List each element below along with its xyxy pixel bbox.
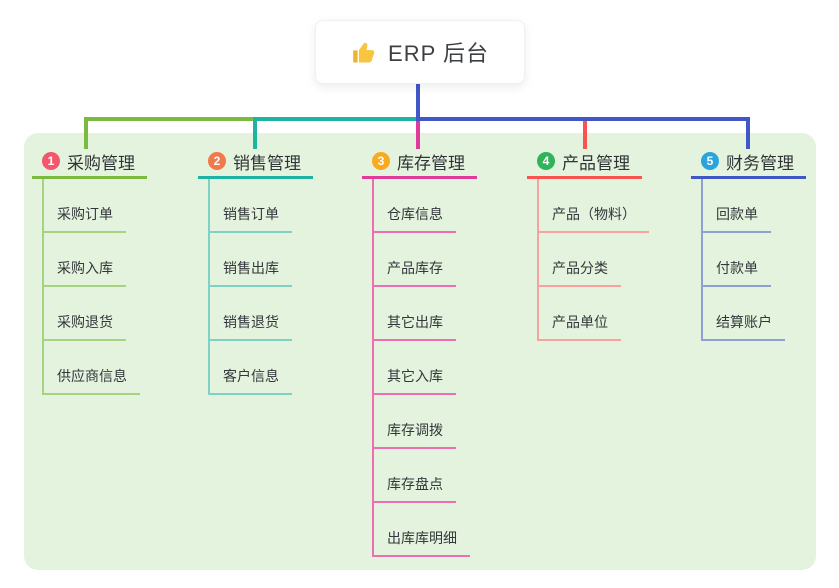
branch-3-item-node[interactable]: 出库库明细 xyxy=(372,530,470,557)
branch-5-child-connector-line xyxy=(701,179,703,340)
branch-5-item-node[interactable]: 付款单 xyxy=(701,260,771,287)
connector-branch-2 xyxy=(253,117,419,149)
list-item: 产品（物料） xyxy=(537,179,649,233)
branch-5-item-node[interactable]: 回款单 xyxy=(701,206,771,233)
branch-3-title-node[interactable]: 3 库存管理 xyxy=(362,146,477,179)
branch-2-title-node[interactable]: 2 销售管理 xyxy=(198,146,313,179)
branch-5-title-label: 财务管理 xyxy=(726,153,794,173)
branch-column-1: 1 采购管理 采购订单 采购入库 采购退货 供应商信息 xyxy=(32,146,147,395)
branch-1-item-node[interactable]: 采购入库 xyxy=(42,260,126,287)
branches-background-panel xyxy=(24,133,816,570)
branch-3-item-node[interactable]: 产品库存 xyxy=(372,260,456,287)
branch-3-item-node[interactable]: 仓库信息 xyxy=(372,206,456,233)
list-item: 产品单位 xyxy=(537,287,649,341)
list-item: 产品分类 xyxy=(537,233,649,287)
branch-1-title-label: 采购管理 xyxy=(67,153,135,173)
branch-column-2: 2 销售管理 销售订单 销售出库 销售退货 客户信息 xyxy=(198,146,313,395)
branch-2-child-connector-line xyxy=(208,179,210,394)
branch-4-title-label: 产品管理 xyxy=(562,153,630,173)
branch-3-item-node[interactable]: 其它出库 xyxy=(372,314,456,341)
list-item: 库存调拨 xyxy=(372,395,477,449)
branch-3-title-label: 库存管理 xyxy=(397,153,465,173)
list-item: 其它入库 xyxy=(372,341,477,395)
branch-4-title-node[interactable]: 4 产品管理 xyxy=(527,146,642,179)
branch-1-item-node[interactable]: 供应商信息 xyxy=(42,368,140,395)
list-item: 仓库信息 xyxy=(372,179,477,233)
branch-column-5: 5 财务管理 回款单 付款单 结算账户 xyxy=(691,146,806,341)
list-item: 客户信息 xyxy=(208,341,313,395)
branch-1-item-node[interactable]: 采购退货 xyxy=(42,314,126,341)
branch-5-title-node[interactable]: 5 财务管理 xyxy=(691,146,806,179)
list-item: 付款单 xyxy=(701,233,806,287)
root-node-label: ERP 后台 xyxy=(388,41,489,66)
list-item: 采购入库 xyxy=(42,233,147,287)
branch-3-item-node[interactable]: 库存调拨 xyxy=(372,422,456,449)
connector-root-and-branch-5 xyxy=(416,83,750,149)
branch-3-item-node[interactable]: 其它入库 xyxy=(372,368,456,395)
branch-3-number-badge: 3 xyxy=(372,152,390,170)
list-item: 采购订单 xyxy=(42,179,147,233)
root-node[interactable]: ERP 后台 xyxy=(315,20,525,84)
list-item: 销售退货 xyxy=(208,287,313,341)
list-item: 库存盘点 xyxy=(372,449,477,503)
branch-3-child-connector-line xyxy=(372,179,374,556)
list-item: 结算账户 xyxy=(701,287,806,341)
branch-2-item-node[interactable]: 销售出库 xyxy=(208,260,292,287)
branch-2-item-node[interactable]: 销售订单 xyxy=(208,206,292,233)
branch-3-item-node[interactable]: 库存盘点 xyxy=(372,476,456,503)
branch-4-item-node[interactable]: 产品（物料） xyxy=(537,206,649,233)
branch-2-title-label: 销售管理 xyxy=(233,153,301,173)
thumbs-up-icon xyxy=(353,42,375,63)
connector-branch-1 xyxy=(84,117,419,149)
list-item: 销售出库 xyxy=(208,233,313,287)
branch-2-number-badge: 2 xyxy=(208,152,226,170)
branch-2-item-node[interactable]: 销售退货 xyxy=(208,314,292,341)
branch-4-child-connector-line xyxy=(537,179,539,340)
branch-1-number-badge: 1 xyxy=(42,152,60,170)
branch-column-4: 4 产品管理 产品（物料） 产品分类 产品单位 xyxy=(527,146,649,341)
branch-4-item-node[interactable]: 产品分类 xyxy=(537,260,621,287)
branch-1-child-connector-line xyxy=(42,179,44,394)
list-item: 其它出库 xyxy=(372,287,477,341)
list-item: 销售订单 xyxy=(208,179,313,233)
list-item: 采购退货 xyxy=(42,287,147,341)
branch-5-number-badge: 5 xyxy=(701,152,719,170)
branch-1-title-node[interactable]: 1 采购管理 xyxy=(32,146,147,179)
list-item: 回款单 xyxy=(701,179,806,233)
branch-2-item-node[interactable]: 客户信息 xyxy=(208,368,292,395)
list-item: 产品库存 xyxy=(372,233,477,287)
connector-branch-4 xyxy=(417,117,587,149)
branch-4-number-badge: 4 xyxy=(537,152,555,170)
branch-5-item-node[interactable]: 结算账户 xyxy=(701,314,785,341)
branch-4-item-node[interactable]: 产品单位 xyxy=(537,314,621,341)
branch-1-item-node[interactable]: 采购订单 xyxy=(42,206,126,233)
list-item: 出库库明细 xyxy=(372,503,477,557)
list-item: 供应商信息 xyxy=(42,341,147,395)
branch-column-3: 3 库存管理 仓库信息 产品库存 其它出库 其它入库 库存调拨 库存盘点 出库库… xyxy=(362,146,477,557)
